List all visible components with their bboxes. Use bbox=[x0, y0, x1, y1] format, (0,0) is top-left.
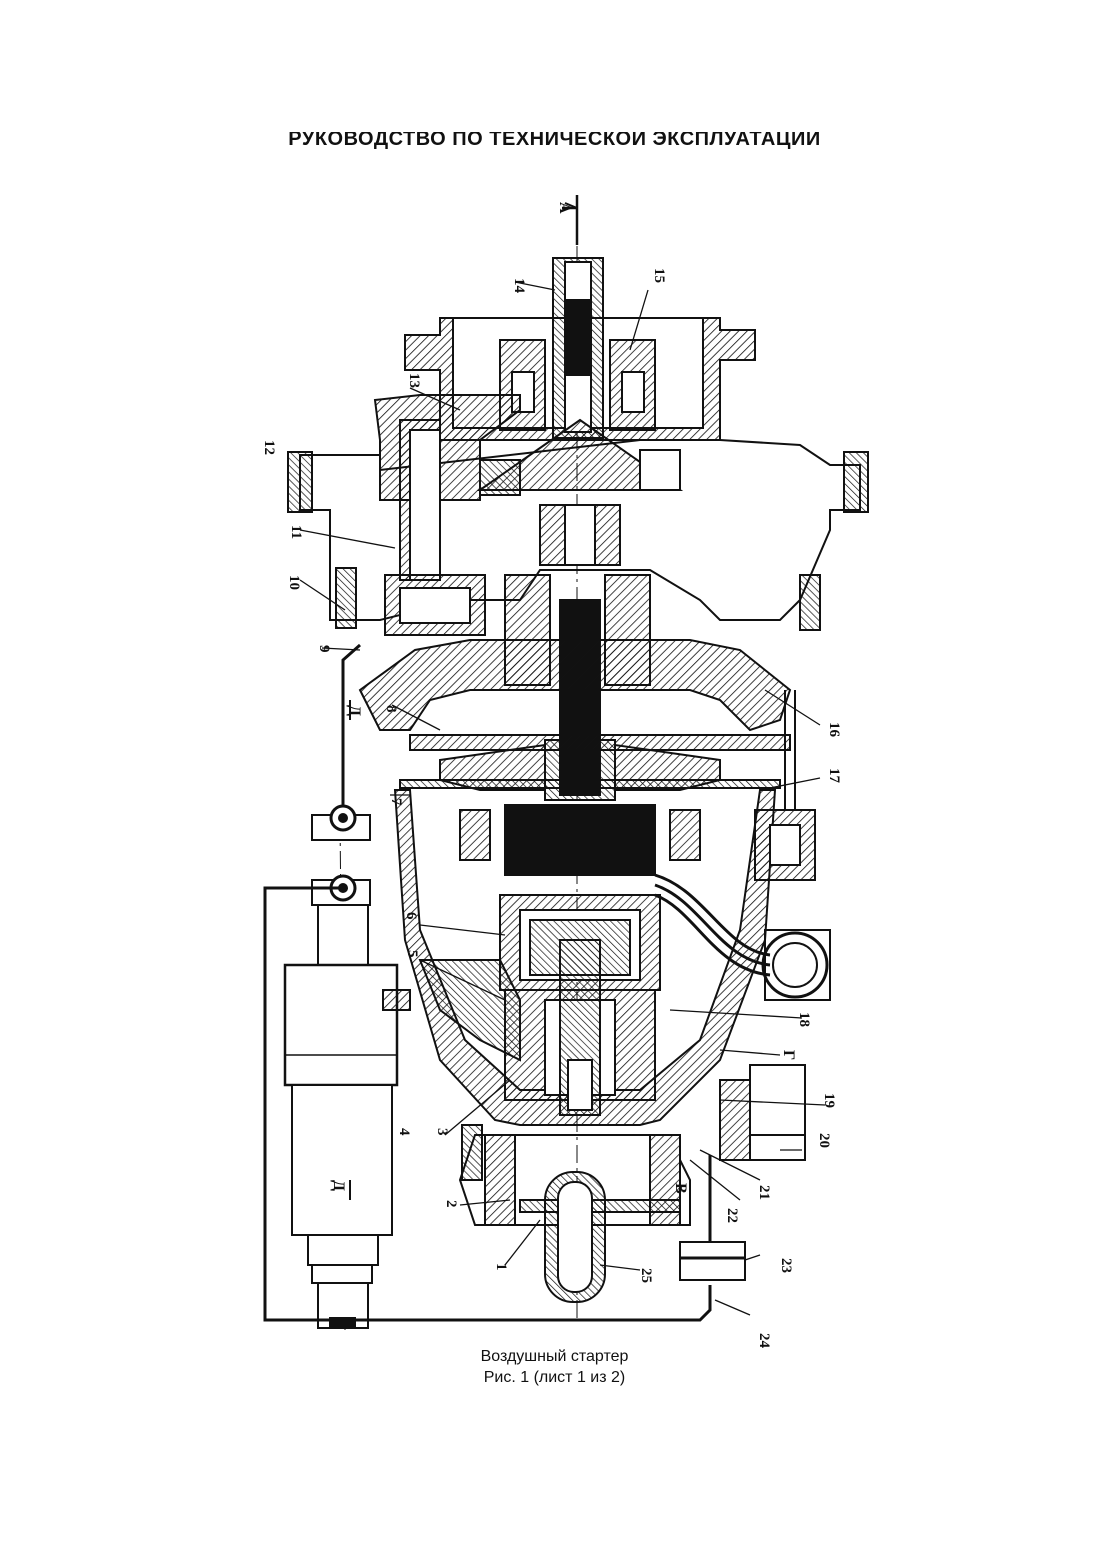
callout-labels: 14 15 13 12 11 10 9 8 7 6 5 4 3 2 1 25 2… bbox=[261, 202, 842, 1349]
callout-16: 16 bbox=[826, 722, 842, 738]
callout-9: 9 bbox=[316, 645, 332, 653]
callout-17: 17 bbox=[826, 768, 842, 784]
callout-5: 5 bbox=[404, 950, 420, 958]
figure-caption-sheet: Рис. 1 (лист 1 из 2) bbox=[483, 1369, 626, 1386]
callout-7: 7 bbox=[388, 798, 404, 806]
figure-caption-title: Воздушный стартер bbox=[480, 1348, 629, 1365]
section-mark-g: Г bbox=[780, 1050, 797, 1060]
page-header: РУКОВОДСТВО ПО ТЕХНИЧЕСКОЙ ЭКСПЛУАТАЦИИ bbox=[0, 132, 1109, 152]
callout-14: 14 bbox=[511, 278, 527, 294]
callout-15: 15 bbox=[651, 268, 667, 283]
section-mark-d-top: Д bbox=[346, 705, 363, 716]
drawing-body bbox=[263, 195, 869, 1331]
callout-1: 1 bbox=[493, 1263, 509, 1271]
callout-24: 24 bbox=[756, 1333, 772, 1349]
page-header-text: РУКОВОДСТВО ПО ТЕХНИЧЕСКОЙ ЭКСПЛУАТАЦИИ bbox=[288, 132, 821, 150]
callout-6: 6 bbox=[403, 912, 419, 920]
callout-21: 21 bbox=[756, 1185, 772, 1200]
callout-20: 20 bbox=[816, 1133, 832, 1148]
callout-11: 11 bbox=[288, 525, 304, 539]
callout-23: 23 bbox=[778, 1258, 794, 1273]
callout-18: 18 bbox=[796, 1012, 812, 1027]
section-mark-a: А bbox=[556, 202, 573, 214]
section-mark-v: В bbox=[672, 1183, 689, 1194]
callout-4: 4 bbox=[396, 1128, 412, 1136]
callout-8: 8 bbox=[383, 705, 399, 713]
callout-3: 3 bbox=[434, 1128, 450, 1136]
callout-2: 2 bbox=[443, 1200, 459, 1208]
callout-10: 10 bbox=[286, 575, 302, 590]
section-mark-d-bottom: Д bbox=[330, 1180, 347, 1191]
callout-12: 12 bbox=[261, 440, 277, 455]
callout-25: 25 bbox=[638, 1268, 654, 1283]
callout-19: 19 bbox=[821, 1093, 837, 1108]
callout-22: 22 bbox=[724, 1208, 740, 1223]
callout-13: 13 bbox=[406, 373, 422, 388]
